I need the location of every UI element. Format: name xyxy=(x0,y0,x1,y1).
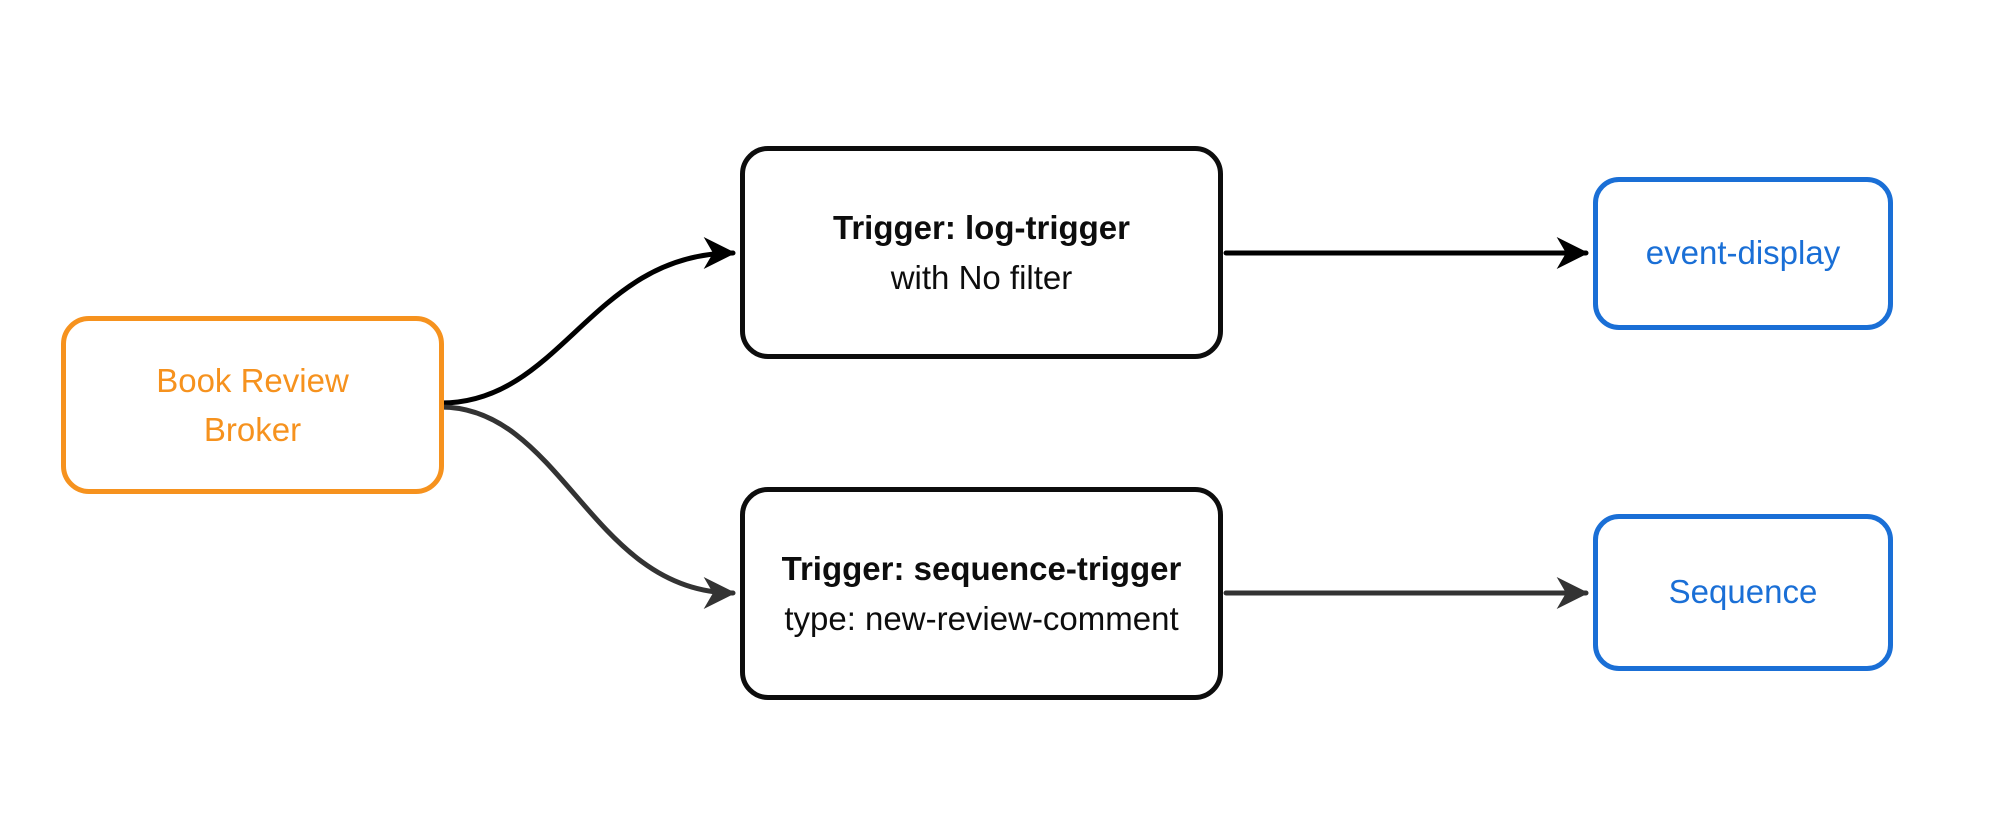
node-sequence: Sequence xyxy=(1593,514,1893,671)
node-log-trigger-subtitle: with No filter xyxy=(890,258,1073,296)
node-book-review-broker-label-line1: Book Review xyxy=(156,361,349,399)
node-event-display: event-display xyxy=(1593,177,1893,330)
node-sequence-trigger: Trigger: sequence-trigger type: new-revi… xyxy=(740,487,1223,700)
node-book-review-broker: Book Review Broker xyxy=(61,316,444,494)
node-sequence-label: Sequence xyxy=(1668,573,1818,611)
node-event-display-label: event-display xyxy=(1645,234,1841,272)
node-book-review-broker-label-line2: Broker xyxy=(203,411,302,448)
node-sequence-trigger-title: Trigger: sequence-trigger xyxy=(781,550,1182,587)
node-log-trigger: Trigger: log-trigger with No filter xyxy=(740,146,1223,359)
edge-broker-to-log-trigger xyxy=(438,237,736,406)
node-log-trigger-title: Trigger: log-trigger xyxy=(833,209,1130,246)
edge-broker-to-sequence-trigger xyxy=(438,404,736,609)
node-sequence-trigger-subtitle: type: new-review-comment xyxy=(784,599,1179,637)
